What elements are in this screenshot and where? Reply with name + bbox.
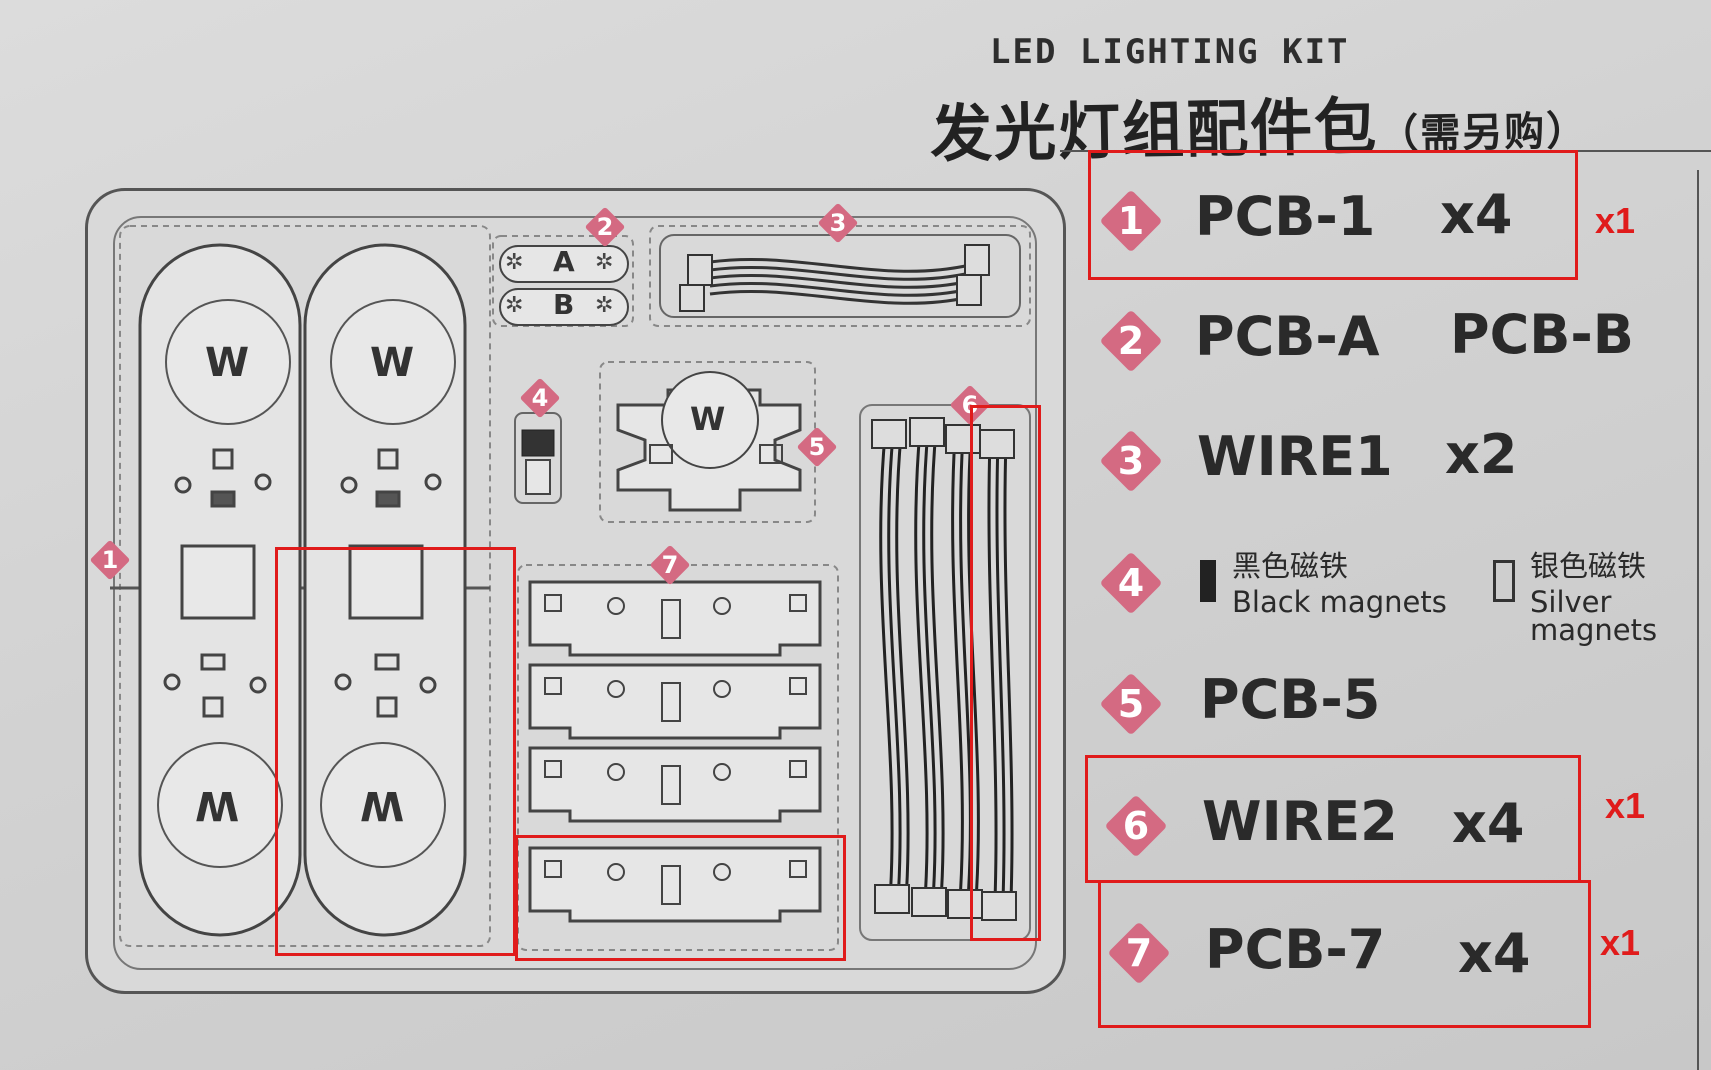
- legend-badge: 5: [1099, 672, 1163, 736]
- sheet-badge-3: 3: [817, 202, 859, 244]
- annotation-box-sheet-wire2: [970, 405, 1041, 941]
- wire2-cables: [879, 429, 1014, 901]
- legend-name: PCB-5: [1200, 668, 1381, 731]
- pcb1-dashed-area: [119, 225, 491, 947]
- pcb-b-label: B: [553, 288, 575, 321]
- annotation-box-sheet-pcb7: [515, 835, 846, 961]
- pcb1-components: [163, 448, 442, 718]
- legend-badge: 3: [1099, 429, 1163, 493]
- black-magnet-cn: 黑色磁铁: [1232, 549, 1349, 583]
- black-magnet: [521, 429, 555, 457]
- silver-magnet-en-2: magnets: [1530, 613, 1658, 647]
- silver-magnet-cn: 银色磁铁: [1530, 549, 1647, 583]
- annotation-box-sheet-pcb1: [275, 547, 516, 956]
- pcb7-components: [544, 594, 807, 905]
- sheet-badge-1: 1: [89, 539, 131, 581]
- wire1-cable: [709, 257, 971, 305]
- pcb-b-board: [499, 288, 629, 326]
- pcb-a-board: [499, 245, 629, 283]
- legend-name: WIRE1: [1197, 425, 1393, 488]
- pcb7-boards: [528, 580, 822, 923]
- annotation-label: x1: [1605, 785, 1646, 826]
- led-circle: [320, 742, 446, 868]
- legend-qty: x4: [1452, 792, 1525, 855]
- annotation-box-pcb1: [1088, 150, 1578, 280]
- annotation-box-wire2: [1085, 755, 1581, 883]
- black-magnet-icon: [1200, 560, 1216, 602]
- legend-badge: 7: [1107, 921, 1171, 985]
- wire2-tray: [859, 404, 1031, 941]
- sheet-badge-2: 2: [584, 206, 626, 248]
- sheet-badge-7: 7: [649, 544, 691, 586]
- pcb5-area: [599, 361, 816, 523]
- led-mark: W: [690, 400, 726, 438]
- silver-magnet: [525, 459, 551, 495]
- frame-right-line: [1697, 170, 1699, 1070]
- led-mark: W: [370, 340, 415, 386]
- wire2-connectors: [871, 417, 1017, 921]
- annotation-label: x1: [1600, 922, 1641, 963]
- pcb1-center-pad: [348, 544, 424, 620]
- sheet-badge-5: 5: [796, 426, 838, 468]
- pcb-ab-area: [492, 235, 634, 327]
- pcb7-area: [517, 564, 839, 951]
- sun-icon: ✲: [595, 250, 614, 275]
- pcb1-center-pad: [180, 544, 256, 620]
- silver-magnet-en-1: Silver: [1530, 585, 1612, 619]
- pcb-a-label: A: [553, 245, 575, 278]
- sun-icon: ✲: [595, 293, 614, 318]
- sheet-badge-4: 4: [519, 377, 561, 419]
- legend-qty: x4: [1440, 183, 1513, 246]
- led-circle: [661, 371, 759, 469]
- annotation-box-pcb7: [1098, 880, 1591, 1028]
- legend-name: PCB-A: [1195, 305, 1380, 368]
- legend-badge: 2: [1099, 309, 1163, 373]
- led-circle: [157, 742, 283, 868]
- sheet-badge-6: 6: [949, 384, 991, 426]
- legend-qty: x2: [1445, 423, 1518, 486]
- legend-name: PCB-7: [1205, 918, 1386, 981]
- sun-icon: ✲: [505, 250, 524, 275]
- silver-magnet-icon: [1493, 560, 1515, 602]
- led-circle: [330, 299, 456, 425]
- legend-name: PCB-1: [1195, 185, 1376, 248]
- led-mark: W: [195, 782, 240, 828]
- led-mark: W: [205, 340, 250, 386]
- kit-title-english: LED LIGHTING KIT: [990, 32, 1350, 72]
- parts-sheet-inner: [113, 216, 1037, 970]
- legend-name: WIRE2: [1202, 790, 1398, 853]
- legend-name-b: PCB-B: [1450, 303, 1634, 366]
- wire1-connectors: [679, 244, 990, 312]
- legend-qty: x4: [1458, 922, 1531, 985]
- legend-badge: 6: [1104, 794, 1168, 858]
- legend-badge: 4: [1099, 551, 1163, 615]
- black-magnet-en: Black magnets: [1232, 585, 1447, 619]
- annotation-label: x1: [1595, 200, 1636, 241]
- led-circle: [165, 299, 291, 425]
- sun-icon: ✲: [505, 293, 524, 318]
- legend-badge: 1: [1099, 189, 1163, 253]
